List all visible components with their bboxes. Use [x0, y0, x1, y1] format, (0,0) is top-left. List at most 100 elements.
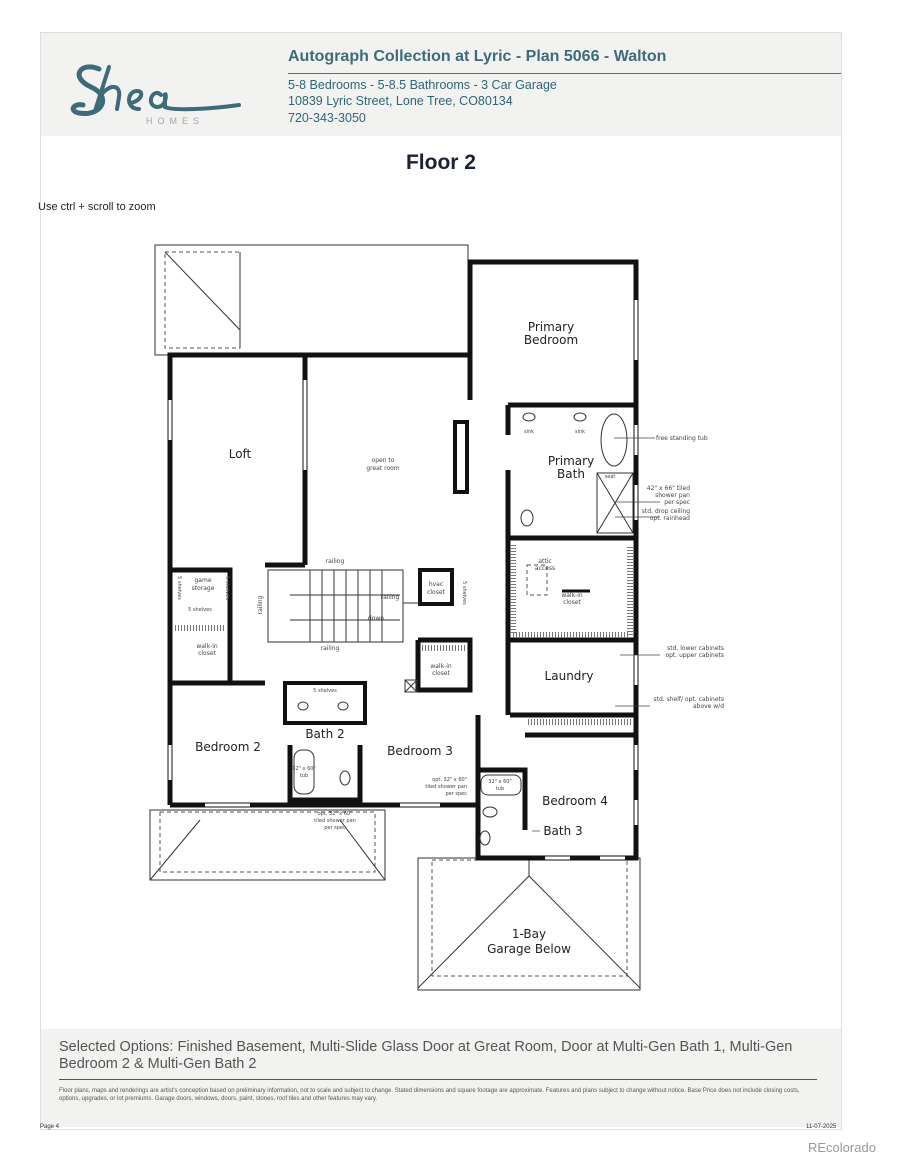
- svg-text:above w/d: above w/d: [693, 703, 724, 710]
- toilet-icon: [339, 770, 351, 786]
- svg-text:walk-in: walk-in: [196, 643, 218, 650]
- svg-text:32" x 60": 32" x 60": [488, 779, 511, 785]
- svg-text:per spec: per spec: [664, 499, 690, 506]
- svg-text:Garage Below: Garage Below: [487, 942, 571, 956]
- toilet-icon: [482, 806, 498, 818]
- svg-text:walk-in: walk-in: [561, 592, 583, 599]
- room-bedroom-2: Bedroom 2: [195, 740, 261, 754]
- leader-lines: [532, 437, 660, 832]
- svg-text:hvac: hvac: [429, 581, 443, 588]
- svg-text:open to: open to: [372, 457, 395, 464]
- room-bedroom-3: Bedroom 3: [387, 744, 453, 758]
- room-garage: 1-Bay: [512, 927, 546, 941]
- svg-text:5 shelves: 5 shelves: [176, 576, 182, 600]
- address: 10839 Lyric Street, Lone Tree, CO80134: [288, 94, 513, 108]
- svg-text:opt. rainhead: opt. rainhead: [650, 515, 690, 522]
- svg-text:tiled shower pan: tiled shower pan: [314, 818, 356, 824]
- sink-icon: [337, 701, 349, 711]
- staircase: [267, 569, 420, 643]
- header: HOMES Autograph Collection at Lyric - Pl…: [41, 33, 841, 136]
- room-labels: Primary Bedroom Primary Bath Loft open t…: [195, 320, 608, 956]
- svg-text:tub: tub: [496, 786, 504, 792]
- svg-text:seat: seat: [605, 474, 616, 480]
- svg-text:HOMES: HOMES: [146, 116, 204, 126]
- sink-icon: [297, 701, 309, 711]
- svg-text:closet: closet: [427, 589, 445, 596]
- toilet-icon: [520, 509, 534, 527]
- plan-details: 5-8 Bedrooms - 5-8.5 Bathrooms - 3 Car G…: [288, 78, 557, 92]
- shower-icon: [596, 472, 634, 534]
- svg-text:railing: railing: [326, 558, 345, 565]
- svg-text:down: down: [368, 615, 384, 622]
- room-bath-2: Bath 2: [305, 727, 344, 741]
- svg-text:access: access: [535, 565, 555, 572]
- annotations: free standing tub 42" x 66" tiled shower…: [314, 435, 724, 831]
- room-bedroom-4: Bedroom 4: [542, 794, 608, 808]
- bathtub-icon: [600, 413, 628, 467]
- svg-text:5 shelves: 5 shelves: [461, 581, 467, 605]
- room-laundry: Laundry: [545, 669, 594, 683]
- room-primary-bedroom: Primary: [528, 320, 574, 334]
- svg-text:railing: railing: [257, 595, 264, 614]
- svg-text:railing: railing: [381, 594, 400, 601]
- bathtub-icon: [293, 749, 315, 795]
- svg-text:closet: closet: [432, 670, 450, 677]
- phone: 720-343-3050: [288, 111, 366, 125]
- disclaimer: Floor plans, maps and renderings are art…: [59, 1088, 800, 1102]
- zoom-hint: Use ctrl + scroll to zoom: [38, 201, 156, 213]
- bathtub-icon: [480, 774, 522, 796]
- svg-text:42" x 66" tiled: 42" x 66" tiled: [647, 485, 690, 492]
- svg-text:5 shelves: 5 shelves: [188, 607, 212, 613]
- svg-text:Bedroom: Bedroom: [524, 333, 578, 347]
- svg-text:5 shelves: 5 shelves: [224, 576, 230, 600]
- page-number: Page 4: [40, 1124, 60, 1130]
- svg-text:tiled shower pan: tiled shower pan: [425, 784, 467, 790]
- document-page: HOMES Autograph Collection at Lyric - Pl…: [38, 32, 842, 1130]
- plan-title: Autograph Collection at Lyric - Plan 506…: [288, 48, 667, 65]
- shea-homes-logo: HOMES: [70, 64, 241, 126]
- svg-text:closet: closet: [563, 599, 581, 606]
- footer: Selected Options: Finished Basement, Mul…: [41, 1029, 841, 1127]
- divider: [288, 73, 841, 74]
- svg-text:std. lower cabinets: std. lower cabinets: [667, 645, 724, 652]
- closet-rods: [175, 545, 633, 725]
- selected-options: Selected Options: Finished Basement, Mul…: [59, 1039, 793, 1072]
- watermark: REcolorado: [808, 1140, 876, 1155]
- print-date: 11-07-2025: [806, 1124, 837, 1130]
- walls: [167, 259, 639, 861]
- room-primary-bath: Primary: [548, 454, 594, 468]
- svg-text:std. drop ceiling: std. drop ceiling: [642, 508, 690, 515]
- svg-text:attic: attic: [538, 558, 551, 565]
- svg-text:game: game: [194, 577, 211, 584]
- svg-text:std. shelf/ opt. cabinets: std. shelf/ opt. cabinets: [654, 696, 725, 703]
- svg-text:sink: sink: [524, 429, 534, 435]
- sink-icon: [573, 412, 587, 422]
- svg-text:per spec: per spec: [324, 825, 346, 831]
- svg-text:storage: storage: [192, 585, 215, 592]
- svg-text:sink: sink: [575, 429, 585, 435]
- svg-text:railing: railing: [321, 645, 340, 652]
- svg-text:opt. upper cabinets: opt. upper cabinets: [665, 652, 724, 659]
- room-loft: Loft: [229, 447, 252, 461]
- svg-text:tub: tub: [300, 773, 308, 779]
- fixtures: [293, 412, 634, 846]
- sink-icon: [522, 412, 536, 422]
- windows: [168, 300, 638, 860]
- svg-text:Bath: Bath: [557, 467, 585, 481]
- room-bath-3: Bath 3: [543, 824, 582, 838]
- svg-text:opt. 32" x 60": opt. 32" x 60": [432, 777, 467, 783]
- small-labels: railing railing railing railing down hva…: [176, 429, 615, 792]
- divider: [59, 1079, 817, 1080]
- svg-text:great room: great room: [366, 465, 399, 472]
- sink-icon: [479, 830, 491, 846]
- svg-text:32" x 60": 32" x 60": [292, 766, 315, 772]
- svg-text:shower pan: shower pan: [655, 492, 690, 499]
- svg-text:5 shelves: 5 shelves: [313, 688, 337, 694]
- svg-text:free standing tub: free standing tub: [656, 435, 708, 442]
- svg-text:closet: closet: [198, 650, 216, 657]
- svg-text:opt. 32" x 60": opt. 32" x 60": [318, 811, 353, 817]
- floor-title: Floor 2: [405, 151, 476, 174]
- svg-text:walk-in: walk-in: [430, 663, 452, 670]
- svg-text:per spec: per spec: [446, 791, 468, 797]
